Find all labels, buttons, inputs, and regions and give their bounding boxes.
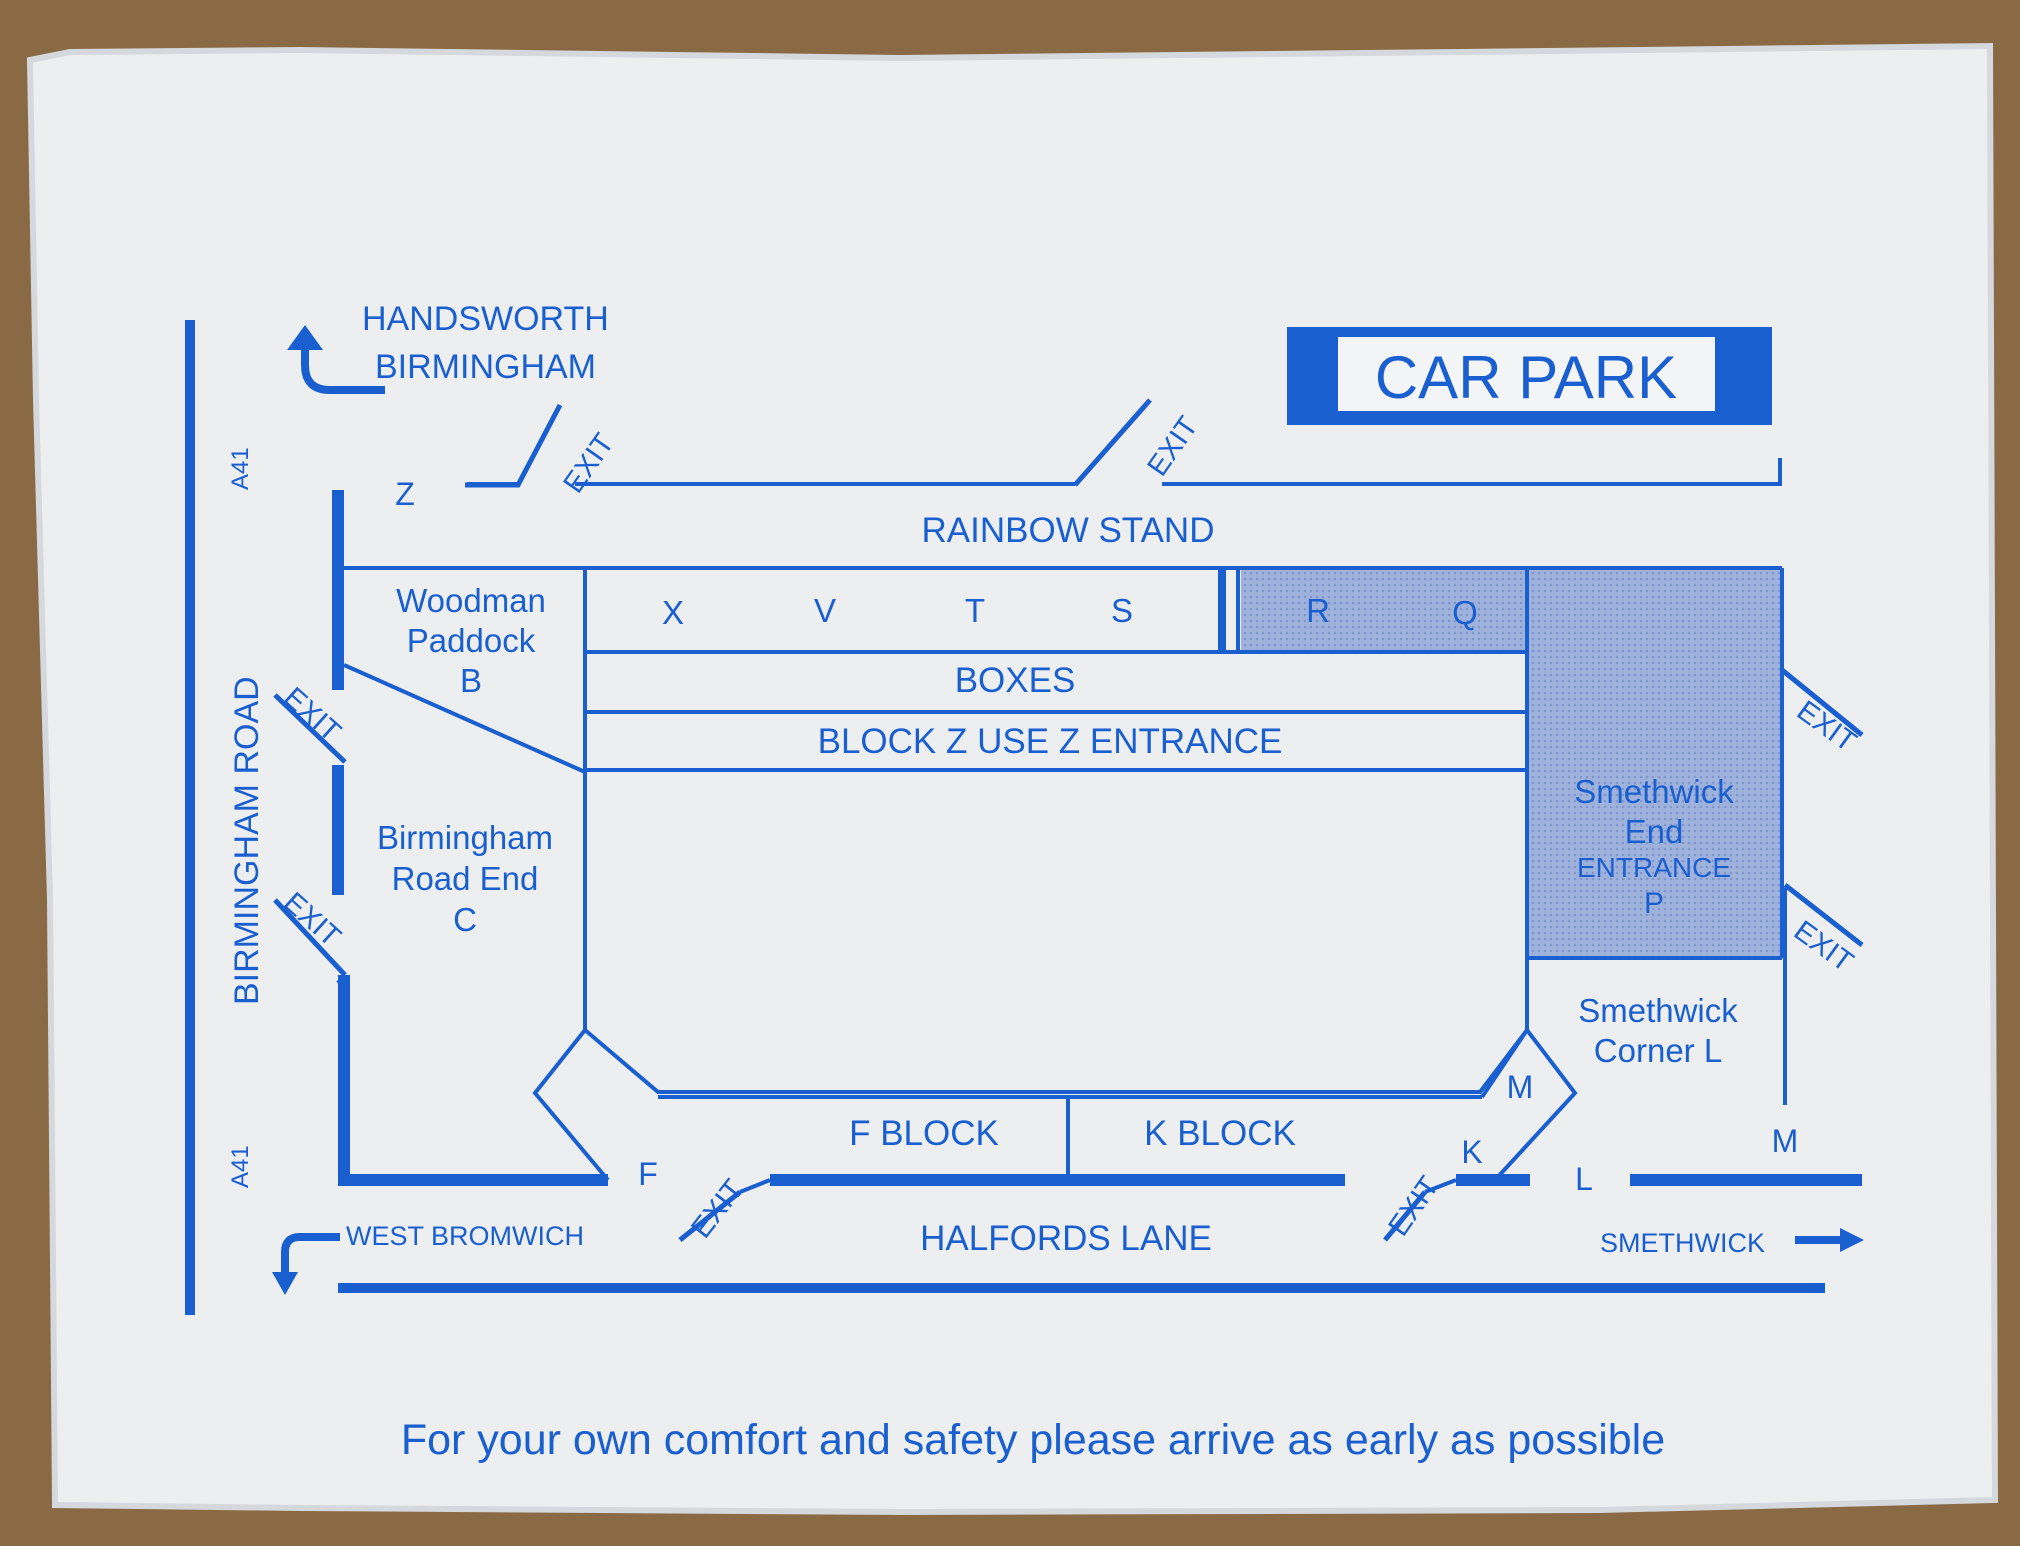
smethwick-label: SMETHWICK <box>1600 1228 1765 1258</box>
arrow-down-icon <box>272 1272 298 1295</box>
smethwick-end-line-1: Smethwick <box>1574 773 1734 810</box>
paper-edge <box>26 42 1999 1516</box>
birmingham-road-end-line-2: Road End <box>392 860 539 897</box>
exit-gates <box>273 398 1864 1242</box>
a41-bottom-label: A41 <box>227 1145 254 1188</box>
birmingham-road-end-line-3: C <box>453 901 477 938</box>
block-t: T <box>965 592 985 629</box>
f-block-label: F BLOCK <box>849 1114 999 1153</box>
block-s: S <box>1111 592 1133 629</box>
birmingham-label: BIRMINGHAM <box>375 348 596 386</box>
block-v: V <box>814 592 836 629</box>
block-r: R <box>1306 592 1330 629</box>
smethwick-end-shaded <box>1529 570 1780 958</box>
smethwick-end-line-3: ENTRANCE <box>1577 852 1731 883</box>
birmingham-road-end-line-1: Birmingham <box>377 819 553 856</box>
arrow-up-icon <box>287 325 323 350</box>
rainbow-stand-label: RAINBOW STAND <box>922 511 1215 550</box>
block-rq-shaded <box>1241 570 1525 650</box>
woodman-line-1: Woodman <box>396 582 546 619</box>
woodman-line-2: Paddock <box>407 622 536 659</box>
woodman-line-3: B <box>460 662 482 699</box>
block-q: Q <box>1452 594 1478 631</box>
halfords-lane-label: HALFORDS LANE <box>920 1219 1212 1258</box>
arrow-right-icon <box>1840 1228 1864 1252</box>
birmingham-road-label: BIRMINGHAM ROAD <box>228 676 266 1005</box>
smethwick-end-line-2: End <box>1625 813 1684 850</box>
car-park-label: CAR PARK <box>1375 344 1677 411</box>
handsworth-label: HANDSWORTH <box>362 300 609 338</box>
west-bromwich-arrow <box>281 1233 340 1282</box>
k-block-label: K BLOCK <box>1144 1114 1296 1153</box>
gate-f: F <box>638 1156 658 1192</box>
gate-l: L <box>1575 1161 1593 1197</box>
west-bromwich-label: WEST BROMWICH <box>346 1221 584 1251</box>
a41-top-label: A41 <box>227 447 254 490</box>
gate-z: Z <box>395 476 415 512</box>
block-x: X <box>662 594 684 631</box>
handsworth-arrow <box>301 340 385 394</box>
gate-k: K <box>1461 1134 1482 1170</box>
smethwick-end-line-4: P <box>1644 887 1664 920</box>
boxes-label: BOXES <box>955 661 1076 700</box>
smethwick-corner-line-2: Corner L <box>1594 1032 1722 1069</box>
footer-note: For your own comfort and safety please a… <box>401 1416 1665 1464</box>
gate-m-outer: M <box>1772 1123 1799 1159</box>
gate-m-inner: M <box>1507 1069 1534 1105</box>
smethwick-corner-line-1: Smethwick <box>1578 992 1738 1029</box>
block-z-label: BLOCK Z USE Z ENTRANCE <box>818 722 1283 761</box>
ground-outer-wall <box>332 490 1862 1186</box>
